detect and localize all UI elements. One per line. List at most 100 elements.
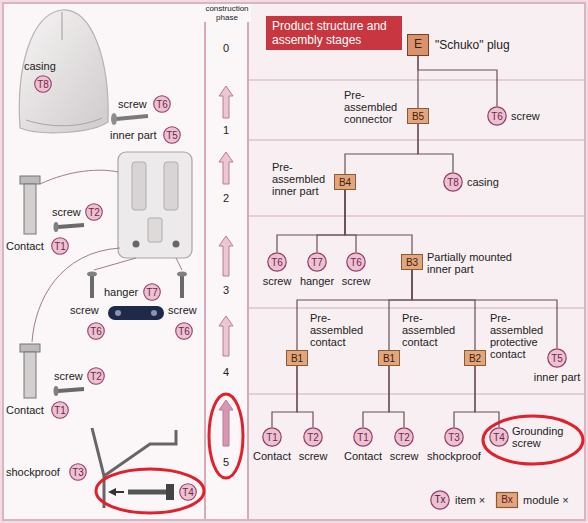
part-circle: T3	[69, 463, 87, 481]
tree-connector	[277, 190, 345, 252]
part-name: Pre-assembled contact	[310, 312, 370, 348]
leader-line	[40, 170, 118, 184]
circle-shape	[445, 428, 463, 446]
phase-number: 1	[223, 124, 229, 136]
tree-connector	[345, 124, 418, 174]
part-code: B1	[291, 353, 303, 364]
part-label: screw	[168, 304, 197, 316]
part-circle: T2screw	[303, 427, 323, 447]
phase-arrow	[219, 236, 233, 276]
screw-head	[111, 113, 117, 125]
hanger-hole	[151, 310, 157, 316]
part-circle: T1	[51, 237, 69, 255]
part-circle: T2	[87, 367, 105, 385]
screw-drawing	[180, 276, 184, 298]
screw-head	[166, 484, 174, 500]
part-code: T4	[182, 487, 194, 498]
part-name: Contact	[344, 450, 382, 462]
legend-text: item ×	[455, 494, 485, 506]
phase-arrow	[219, 316, 233, 356]
circle-shape	[395, 428, 413, 446]
part-code: T2	[90, 371, 102, 382]
inner-part-slot	[164, 162, 178, 210]
part-code: B2	[469, 353, 481, 364]
module-box: B1Pre-assembled contact	[286, 350, 308, 366]
part-circle: T6	[175, 322, 193, 340]
part-name: Grounding screw	[512, 425, 576, 449]
part-name: Pre-assembled inner part	[272, 161, 332, 197]
part-code: T7	[146, 287, 158, 298]
part-name: Pre-assembled contact	[402, 312, 462, 348]
part-code: T1	[54, 241, 66, 252]
part-circle: T6	[153, 95, 171, 113]
part-name: Pre-assembled protective contact	[490, 312, 550, 360]
tree-connector	[418, 124, 453, 172]
legend-code: Tx	[434, 494, 445, 505]
part-code: E	[414, 38, 422, 51]
part-code: T1	[54, 405, 66, 416]
screw-head	[54, 386, 59, 396]
part-code: T4	[493, 432, 505, 443]
tree-connector	[454, 366, 475, 427]
phase-number: 0	[223, 42, 229, 54]
phase-number: 4	[223, 366, 229, 378]
part-code: T8	[37, 79, 49, 90]
tree-connector	[418, 56, 497, 106]
part-label: shockproof	[6, 466, 60, 478]
structure-panel	[249, 4, 584, 519]
tree-connector	[345, 190, 356, 252]
contact-pin	[24, 184, 36, 234]
part-code: T1	[266, 432, 278, 443]
circle-shape	[347, 253, 365, 271]
part-name: screw	[299, 450, 328, 462]
divider	[247, 4, 249, 519]
circle-shape	[52, 238, 69, 255]
panel	[3, 3, 585, 520]
part-circle: T2	[85, 203, 103, 221]
title-text: Product structure and assembly stages	[272, 19, 396, 47]
part-label: screw	[118, 98, 147, 110]
part-circle: T8casing	[443, 172, 463, 192]
part-label: Contact	[6, 404, 44, 416]
hanger-drawing	[108, 306, 164, 320]
red-mark	[209, 394, 243, 478]
phase-line	[249, 216, 584, 217]
legend-code: Bx	[501, 494, 513, 505]
part-code: T2	[398, 432, 410, 443]
tree-connector	[272, 366, 297, 427]
part-label: Contact	[6, 240, 44, 252]
part-circle: T3shockproof	[444, 427, 464, 447]
part-name: Pre-assembled connector	[344, 89, 404, 125]
circle-shape	[86, 204, 103, 221]
circle-shape	[268, 253, 286, 271]
phase-arrow	[219, 400, 233, 446]
tree-connector	[317, 190, 345, 252]
part-code: T7	[311, 257, 323, 268]
contact-head	[20, 344, 40, 352]
part-code: T6	[491, 111, 503, 122]
circle-shape	[180, 484, 197, 501]
part-name: Partially mounted inner part	[427, 251, 531, 275]
part-name: "Schuko" plug	[435, 39, 510, 51]
part-name: Contact	[253, 450, 291, 462]
divider	[204, 4, 206, 519]
tree-connector	[297, 366, 313, 427]
part-code: B4	[339, 177, 351, 188]
inner-part-slot	[148, 218, 162, 242]
part-circle: T7	[143, 283, 161, 301]
circle-shape	[154, 96, 171, 113]
module-box: B1Pre-assembled contact	[378, 350, 400, 366]
part-circle: T8	[34, 75, 52, 93]
part-circle: T2screw	[394, 427, 414, 447]
inner-part-slot	[132, 162, 146, 210]
circle-shape	[354, 428, 372, 446]
tree-connector	[475, 366, 499, 427]
tree-connector	[389, 366, 404, 427]
phase-number: 2	[223, 192, 229, 204]
phase-lines	[249, 80, 584, 394]
part-name: shockproof	[427, 450, 481, 462]
part-circle: T5	[163, 126, 181, 144]
legend-sample	[431, 491, 449, 509]
part-name: casing	[467, 176, 499, 188]
part-label: screw	[70, 304, 99, 316]
